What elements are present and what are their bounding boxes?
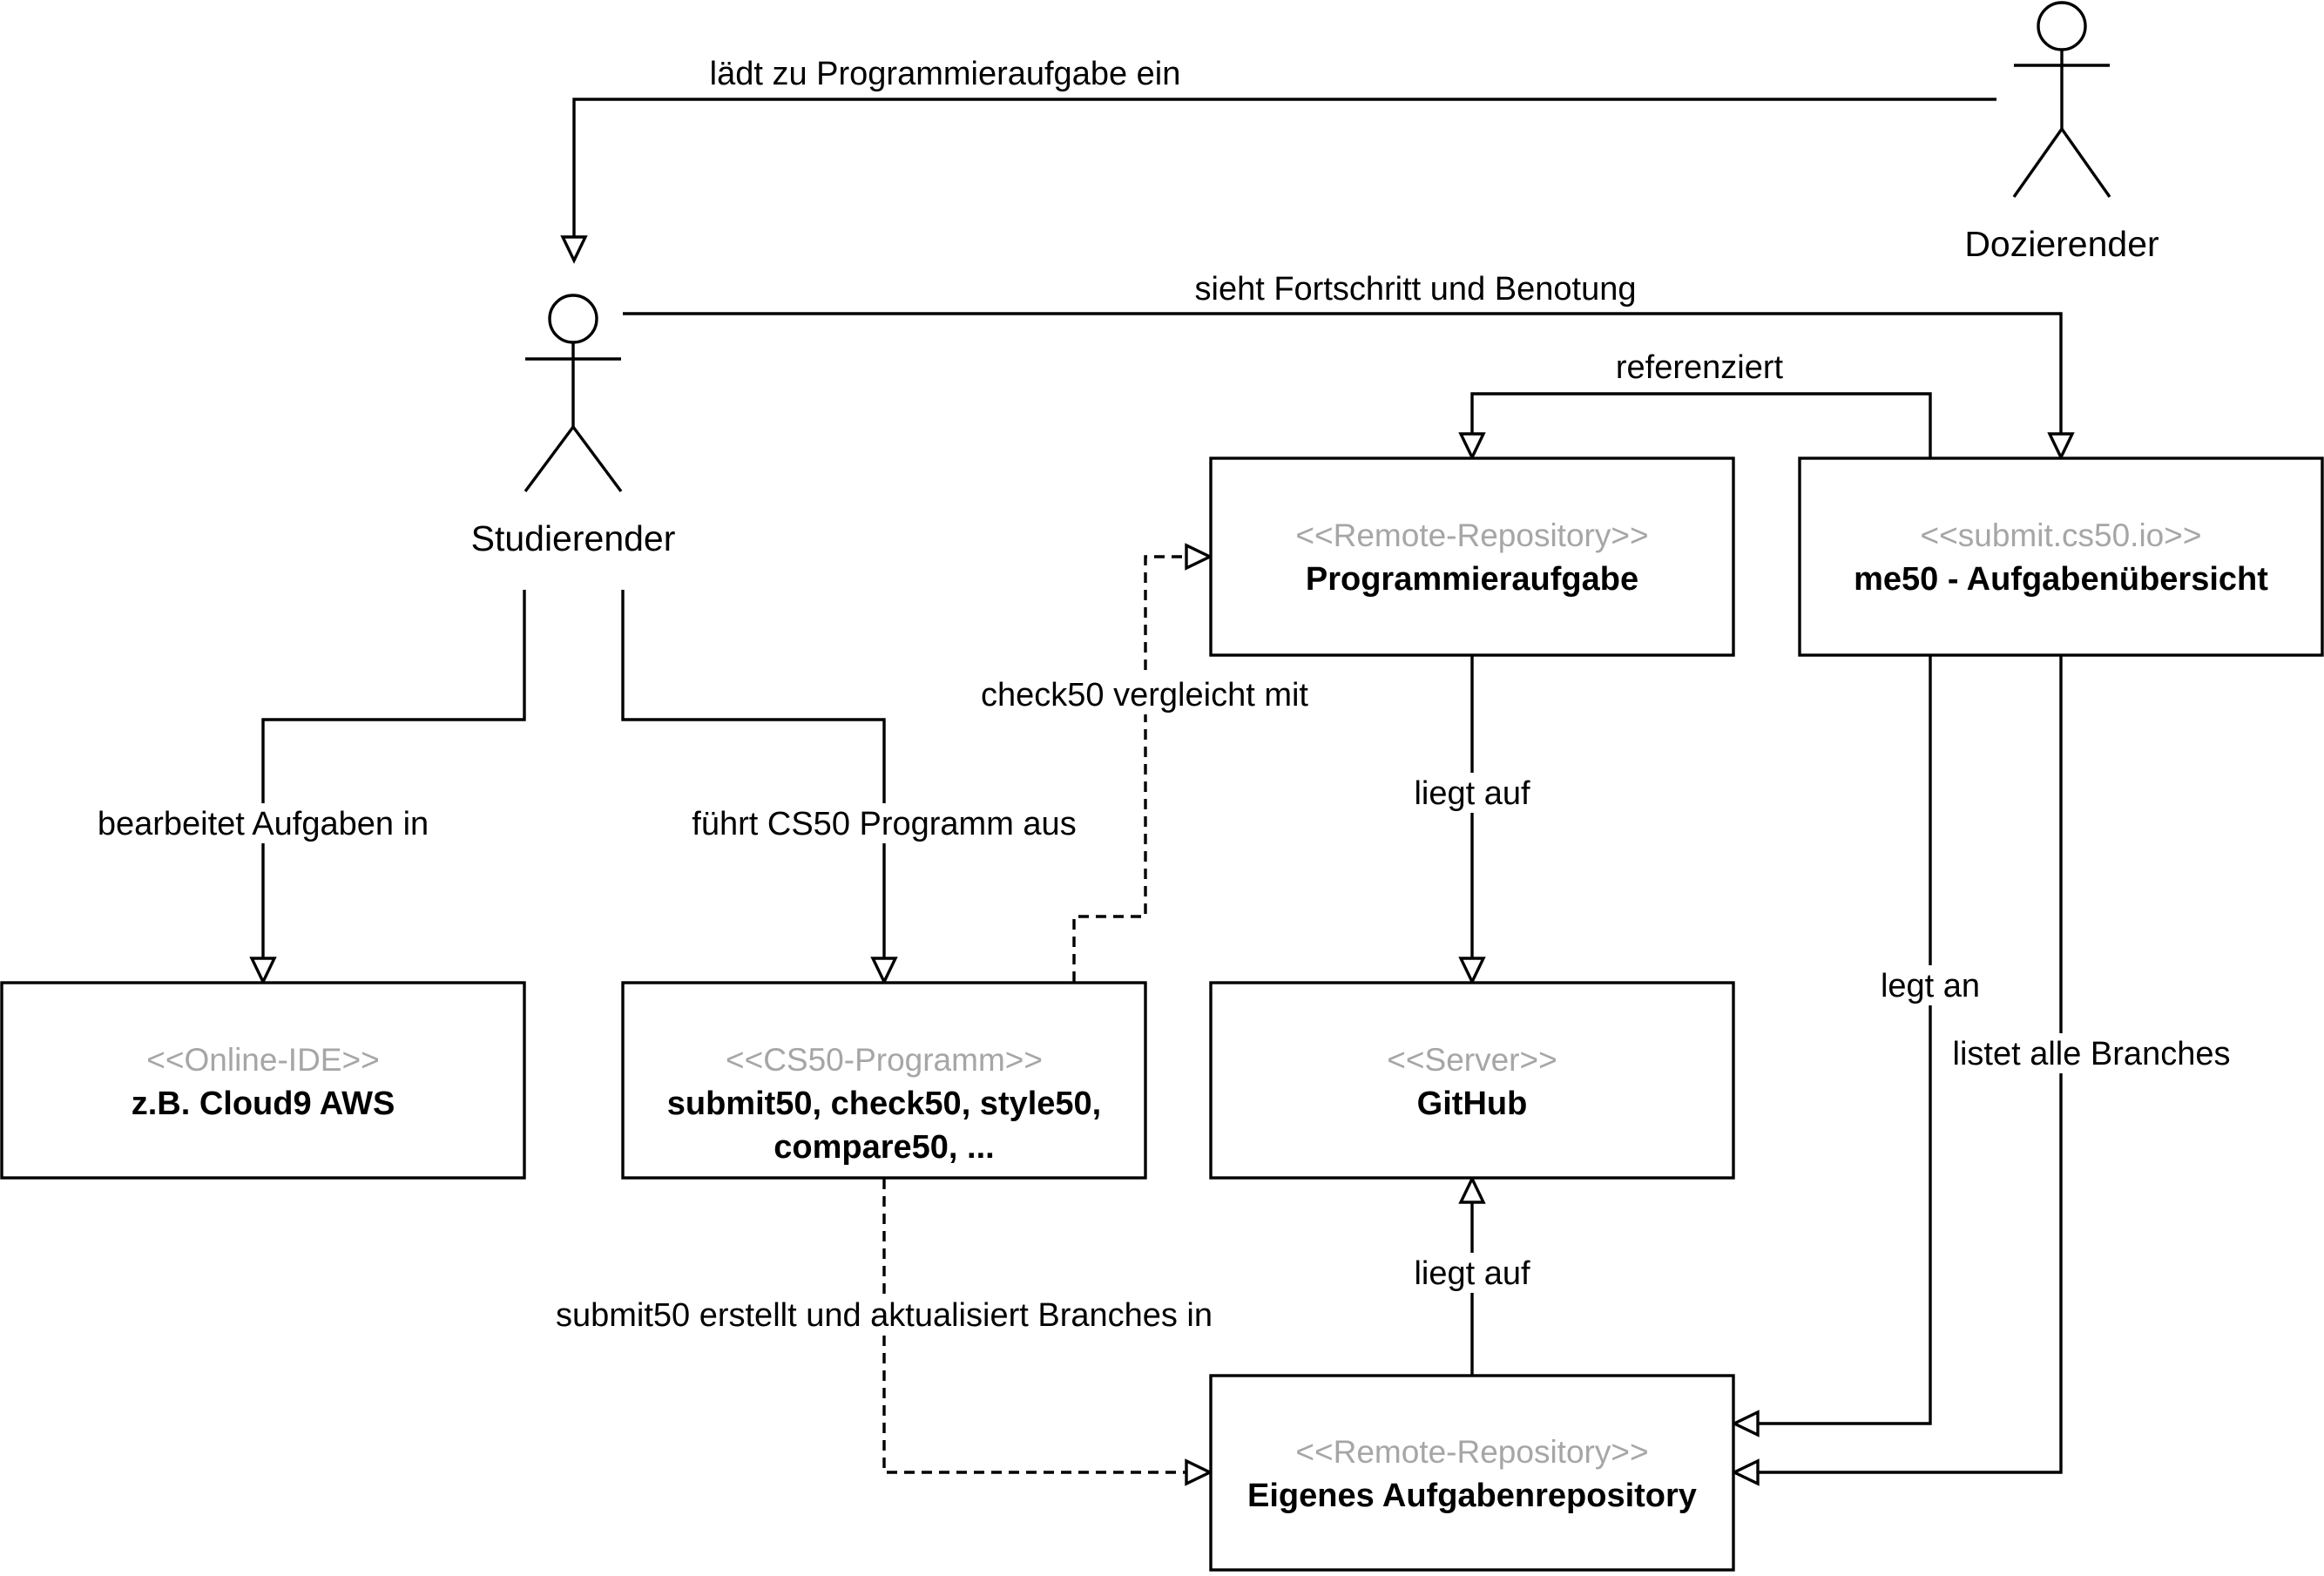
edge-lies-on-1 (1458, 656, 1486, 985)
box-server: <<Server>> GitHub (1209, 981, 1735, 1180)
box-overview: <<submit.cs50.io>> me50 - Aufgabenübersi… (1798, 457, 2324, 657)
label-creates: legt an (1881, 968, 1980, 1004)
assignment-repo-stereotype: <<Remote-Repository>> (1295, 517, 1648, 553)
overview-name: me50 - Aufgabenübersicht (1854, 561, 2268, 598)
label-references: referenziert (1616, 349, 1784, 386)
cs50-program-stereotype: <<CS50-Programm>> (726, 1042, 1043, 1078)
own-repo-stereotype: <<Remote-Repository>> (1295, 1434, 1648, 1470)
edge-references (1458, 392, 1932, 461)
lecturer-name: Dozierender (1964, 224, 2158, 264)
server-name: GitHub (1417, 1086, 1528, 1122)
box-own-repo: <<Remote-Repository>> Eigenes Aufgabenre… (1209, 1374, 1735, 1572)
label-check-compares: check50 vergleicht mit (981, 677, 1308, 714)
cs50-program-name-line2: compare50, ... (774, 1129, 994, 1166)
box-online-ide: <<Online-IDE>> z.B. Cloud9 AWS (0, 981, 526, 1180)
edge-check-compares (1072, 543, 1213, 982)
edge-creates (1731, 656, 1932, 1437)
label-runs-program: führt CS50 Programm aus (692, 806, 1076, 842)
overview-stereotype: <<submit.cs50.io>> (1921, 517, 2202, 553)
server-stereotype: <<Server>> (1387, 1042, 1557, 1078)
label-lies-on-2: liegt auf (1414, 1255, 1530, 1292)
label-edits-in: bearbeitet Aufgaben in (98, 806, 429, 842)
edge-runs-program (621, 590, 898, 985)
lecturer-actor-icon (2012, 1, 2111, 198)
cs50-program-name-line1: submit50, check50, style50, (667, 1086, 1102, 1122)
edge-lists-branches (1731, 656, 2063, 1486)
assignment-repo-name: Programmieraufgabe (1306, 561, 1638, 598)
label-invites: lädt zu Programmieraufgabe ein (710, 56, 1181, 92)
online-ide-stereotype: <<Online-IDE>> (146, 1042, 379, 1078)
own-repo-name: Eigenes Aufgabenrepository (1247, 1478, 1697, 1514)
student-name: Studierender (471, 518, 676, 558)
label-lists-branches: listet alle Branches (1953, 1036, 2231, 1072)
edge-invites (560, 98, 1996, 264)
label-submit-updates: submit50 erstellt und aktualisiert Branc… (556, 1297, 1213, 1334)
edge-submit-updates (882, 1179, 1213, 1486)
online-ide-name: z.B. Cloud9 AWS (132, 1086, 395, 1122)
box-assignment-repo: <<Remote-Repository>> Programmieraufgabe (1209, 457, 1735, 657)
edge-edits-in (249, 590, 526, 985)
edge-sees-progress (623, 312, 2075, 461)
label-lies-on-1: liegt auf (1414, 775, 1530, 812)
student-actor-icon (524, 294, 623, 493)
box-cs50-program: <<CS50-Programm>> submit50, check50, sty… (621, 981, 1147, 1180)
label-sees-progress: sieht Fortschritt und Benotung (1195, 271, 1637, 308)
